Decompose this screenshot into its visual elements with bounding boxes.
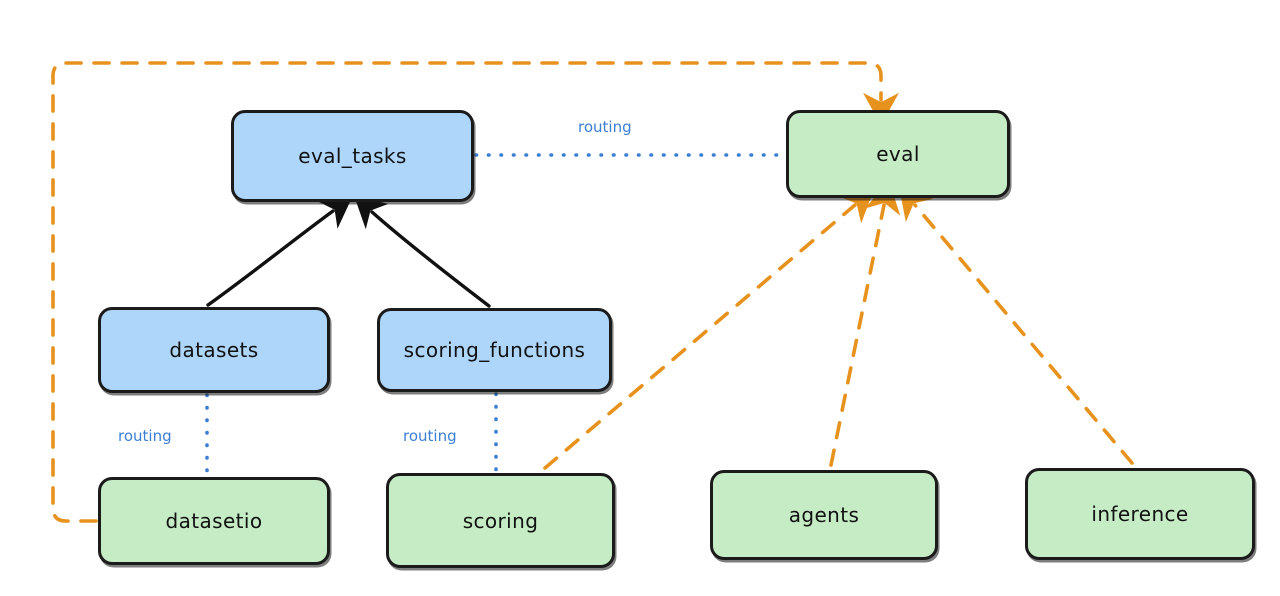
edge-scoring-functions-to-eval-tasks <box>354 196 491 308</box>
edge-label-routing-eval: routing <box>578 118 632 136</box>
node-inference[interactable]: inference <box>1025 468 1255 560</box>
node-label-datasetio: datasetio <box>165 509 263 533</box>
node-label-datasets: datasets <box>169 338 259 362</box>
edge-label-routing-datasets: routing <box>118 427 172 445</box>
node-label-eval-tasks: eval_tasks <box>298 144 407 168</box>
node-agents[interactable]: agents <box>710 470 938 560</box>
node-scoring-functions[interactable]: scoring_functions <box>377 308 612 392</box>
node-label-scoring: scoring <box>462 508 539 533</box>
node-eval[interactable]: eval <box>786 110 1010 198</box>
node-datasets[interactable]: datasets <box>98 307 330 393</box>
edge-datasets-to-eval-tasks <box>206 197 353 307</box>
edge-agents-to-eval <box>829 180 901 467</box>
edge-label-routing-scoring-functions: routing <box>403 427 457 445</box>
node-label-inference: inference <box>1091 502 1189 526</box>
node-label-agents: agents <box>788 503 860 527</box>
edge-inference-to-eval <box>898 185 1134 465</box>
node-scoring[interactable]: scoring <box>386 473 615 568</box>
node-eval-tasks[interactable]: eval_tasks <box>231 110 474 202</box>
edge-scoring-to-eval <box>543 188 875 470</box>
node-label-scoring-functions: scoring_functions <box>403 338 586 362</box>
node-label-eval: eval <box>876 142 920 166</box>
node-datasetio[interactable]: datasetio <box>98 477 330 565</box>
edge-datasetio-to-eval <box>51 61 899 523</box>
